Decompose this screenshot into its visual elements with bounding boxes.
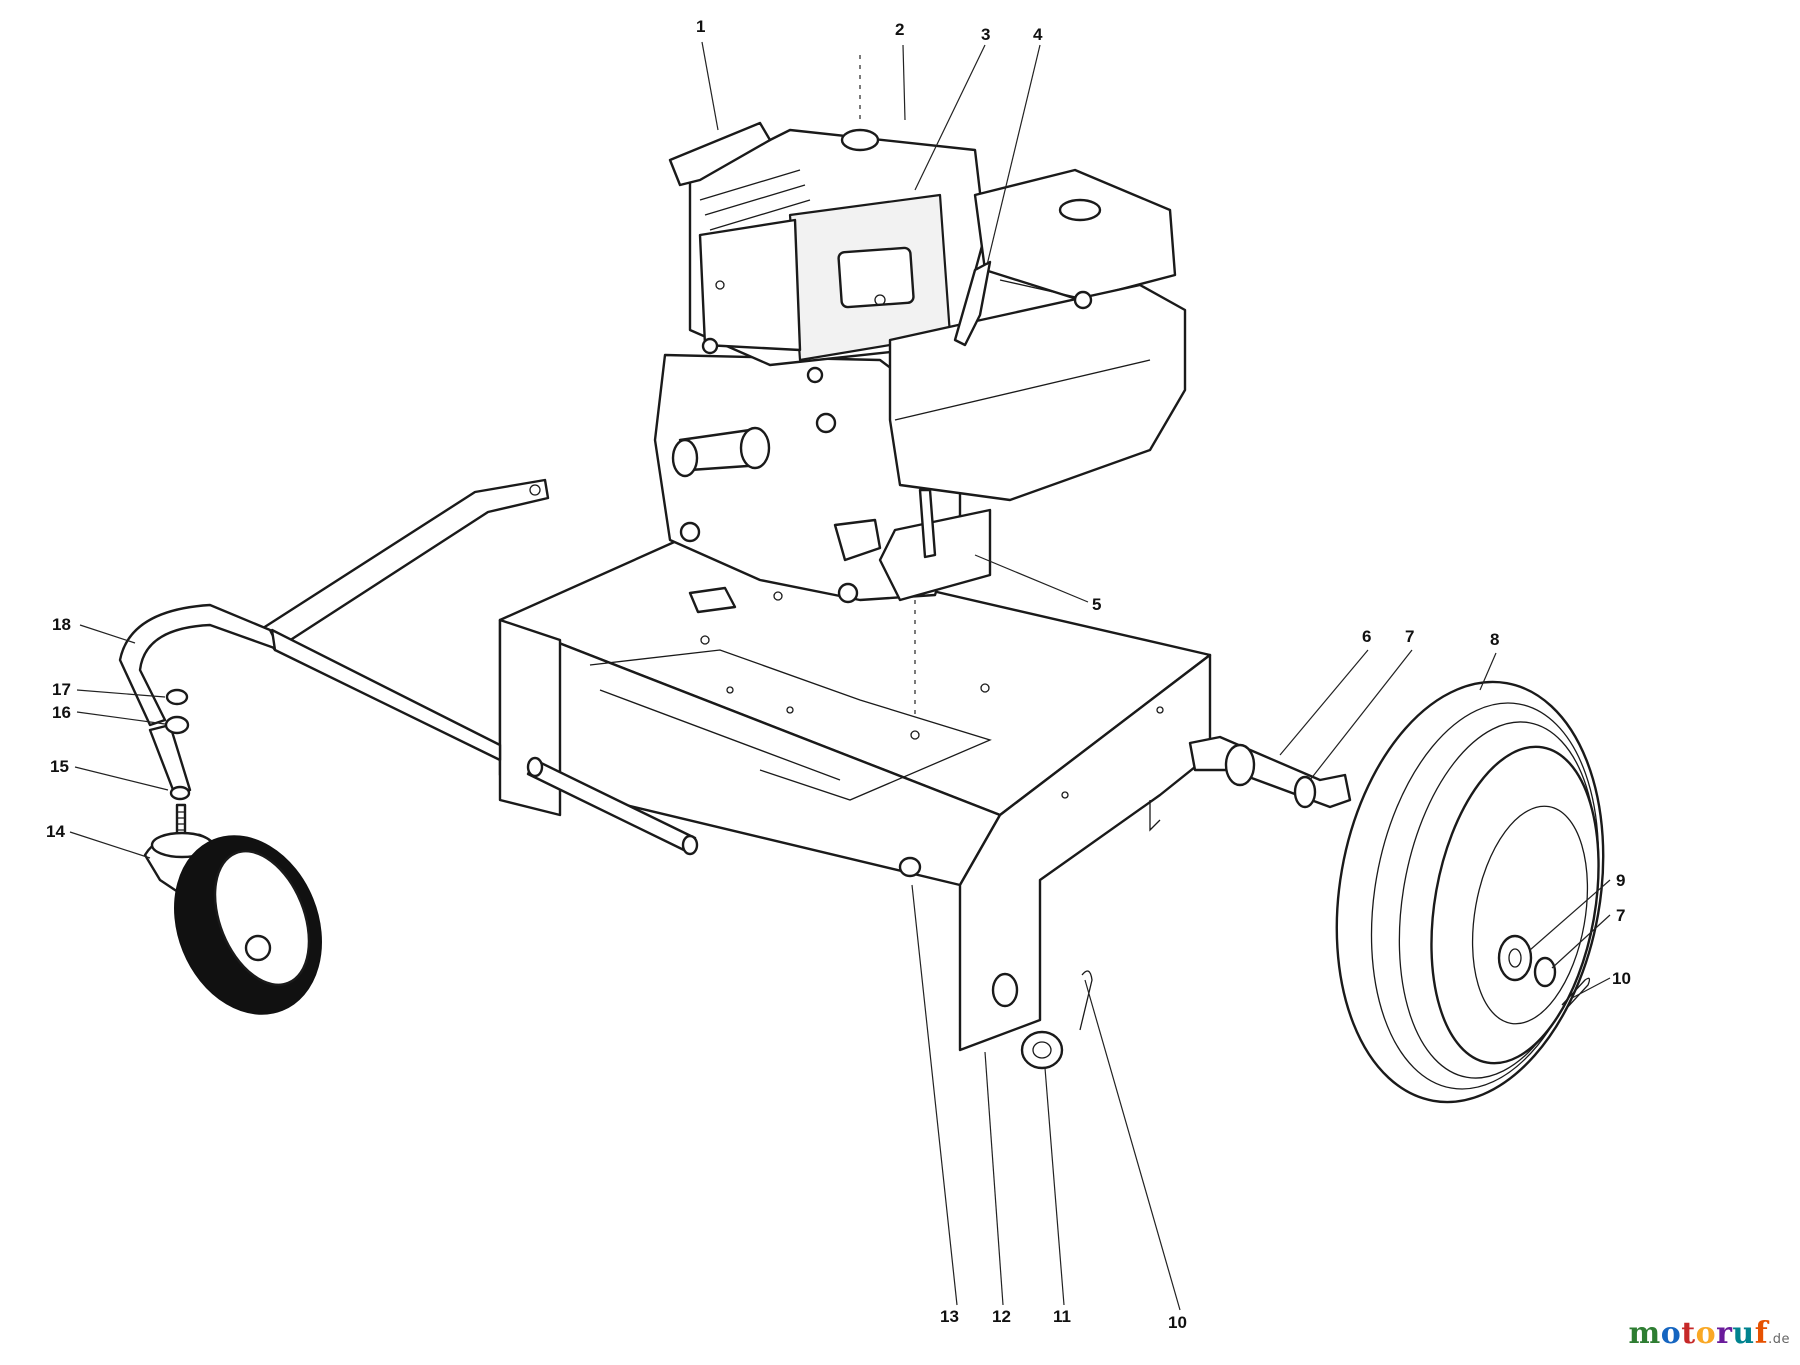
watermark-letter: o [1695,1316,1717,1351]
callout-13: 13 [940,1307,959,1326]
watermark-letter: o [1660,1316,1682,1351]
watermark-letter: m [1628,1316,1661,1351]
leader-lines [69,41,1611,1311]
watermark-suffix: .de [1768,1332,1790,1347]
main-wheel [1335,680,1605,1104]
callout-7b: 7 [1616,906,1625,925]
callout-15: 15 [50,757,69,776]
watermark-logo: motoruf.de [1628,1316,1790,1351]
callout-5: 5 [1092,595,1101,614]
callout-8: 8 [1490,630,1499,649]
watermark-letter: u [1732,1316,1755,1351]
callout-2: 2 [895,20,904,39]
callout-12: 12 [992,1307,1011,1326]
callout-10a: 10 [1612,969,1631,988]
callout-16: 16 [52,703,71,722]
watermark-letter: f [1754,1316,1769,1351]
callout-18: 18 [52,615,71,634]
callout-7a: 7 [1405,627,1414,646]
callout-1: 1 [696,17,705,36]
callout-14: 14 [46,822,65,841]
small-hardware [164,688,1093,1070]
callouts: 1 2 3 4 5 6 7 8 9 7 10 18 17 16 15 14 13… [46,17,1631,1332]
callout-11: 11 [1053,1307,1071,1326]
axle-spacer [1188,735,1352,809]
watermark-letter: r [1716,1316,1733,1351]
engine [653,121,1187,604]
callout-3: 3 [981,25,990,44]
callout-9: 9 [1616,871,1625,890]
tow-bar [118,478,550,762]
caster-wheel [143,723,322,1015]
frame-plate [498,533,1212,1052]
watermark-letter: t [1681,1316,1696,1351]
axle-rod [526,756,699,856]
callout-10b: 10 [1168,1313,1187,1332]
callout-6: 6 [1362,627,1371,646]
callout-17: 17 [52,680,71,699]
callout-4: 4 [1033,25,1043,44]
